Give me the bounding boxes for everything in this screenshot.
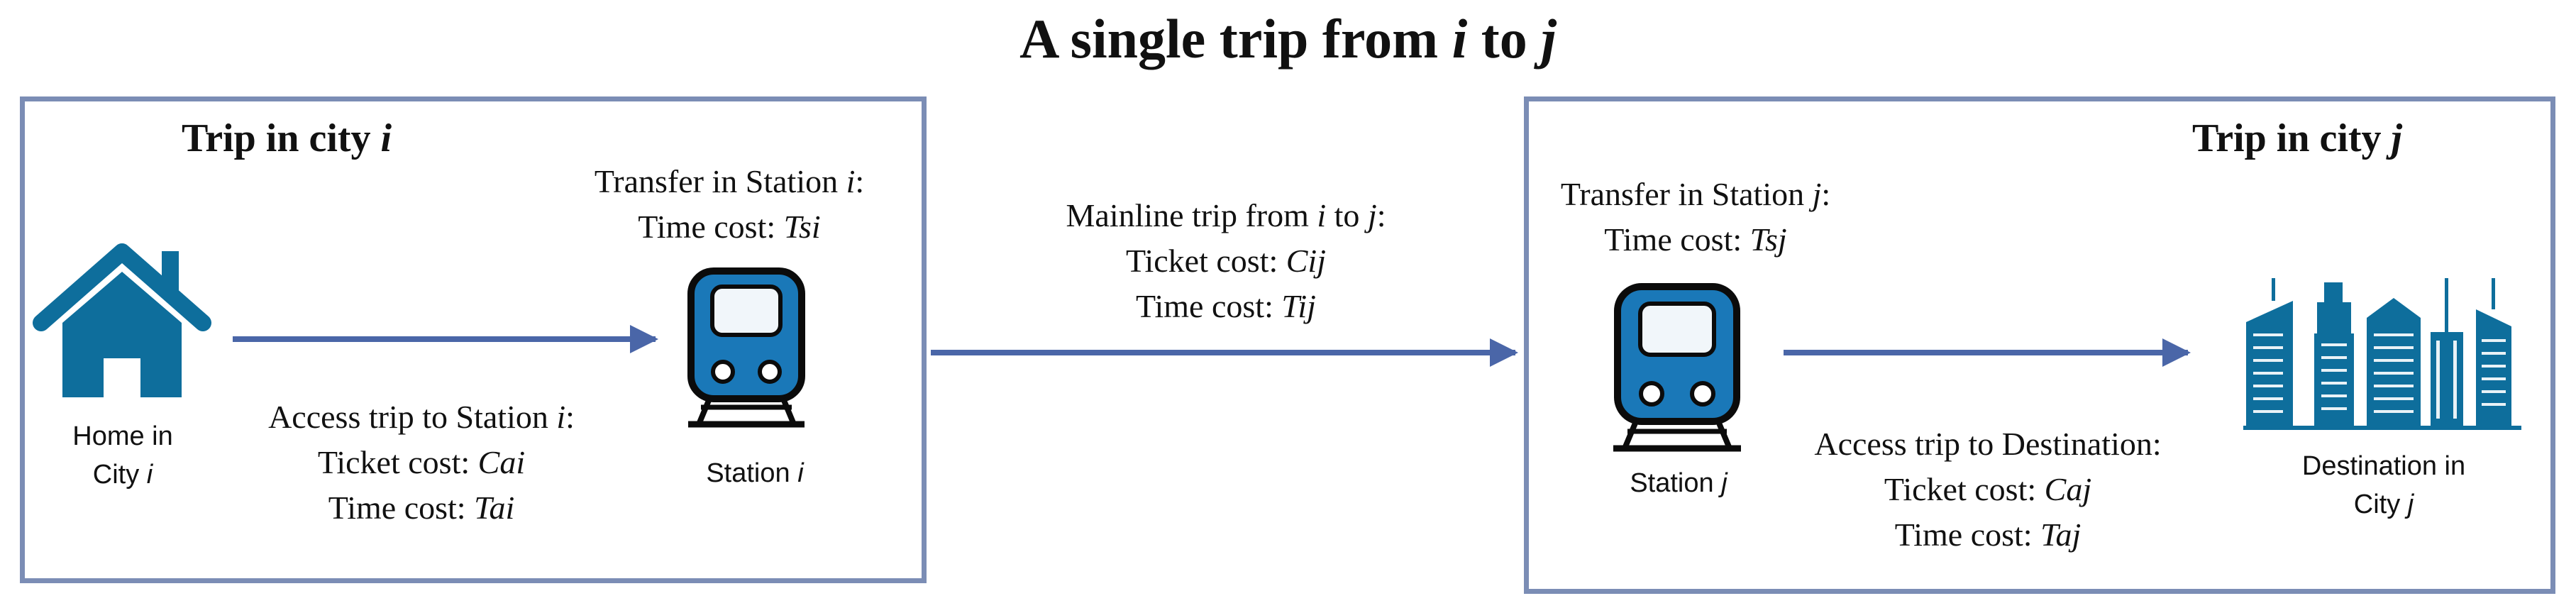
destination-label: Destination in City j (2301, 451, 2466, 519)
transfer-station-i-text: Transfer in Station i: Time cost: Tsi (594, 163, 865, 245)
transfer-station-j-text: Transfer in Station j: Time cost: Tsj (1560, 176, 1831, 258)
access-trip-destination-text: Access trip to Destination: Ticket cost:… (1814, 426, 2162, 553)
home-icon (33, 243, 211, 397)
station-i-label: Station i (706, 458, 804, 488)
city-skyline-icon (2243, 278, 2521, 430)
diagram-title: A single trip from i to j (1019, 8, 1557, 70)
station-j-label: Station j (1630, 468, 1728, 498)
left-panel-heading: Trip in city i (182, 116, 392, 160)
right-panel-heading: Trip in city j (2192, 116, 2403, 160)
train-icon-station-i (687, 267, 805, 428)
skyline-windows (2253, 333, 2506, 419)
home-label: Home in City i (72, 421, 173, 490)
mainline-trip-text: Mainline trip from i to j: Ticket cost: … (1066, 197, 1386, 324)
train-icon-station-j (1613, 283, 1741, 452)
access-trip-station-i-text: Access trip to Station i: Ticket cost: C… (268, 399, 575, 526)
